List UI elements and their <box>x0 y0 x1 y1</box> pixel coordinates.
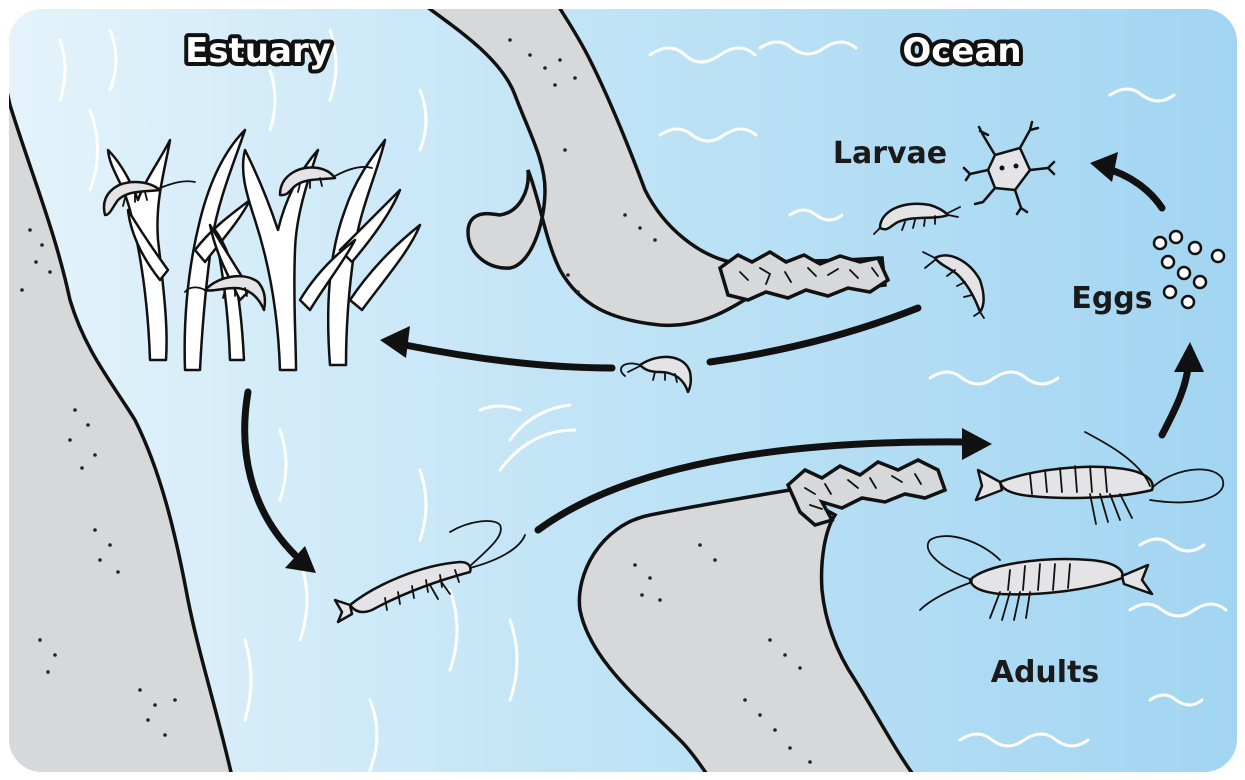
eggs-label: Eggs <box>1071 281 1152 316</box>
adults-label: Adults <box>991 655 1100 690</box>
estuary-label: Estuary <box>185 31 331 71</box>
larvae-label: Larvae <box>833 136 947 171</box>
ocean-label: Ocean <box>902 31 1021 71</box>
